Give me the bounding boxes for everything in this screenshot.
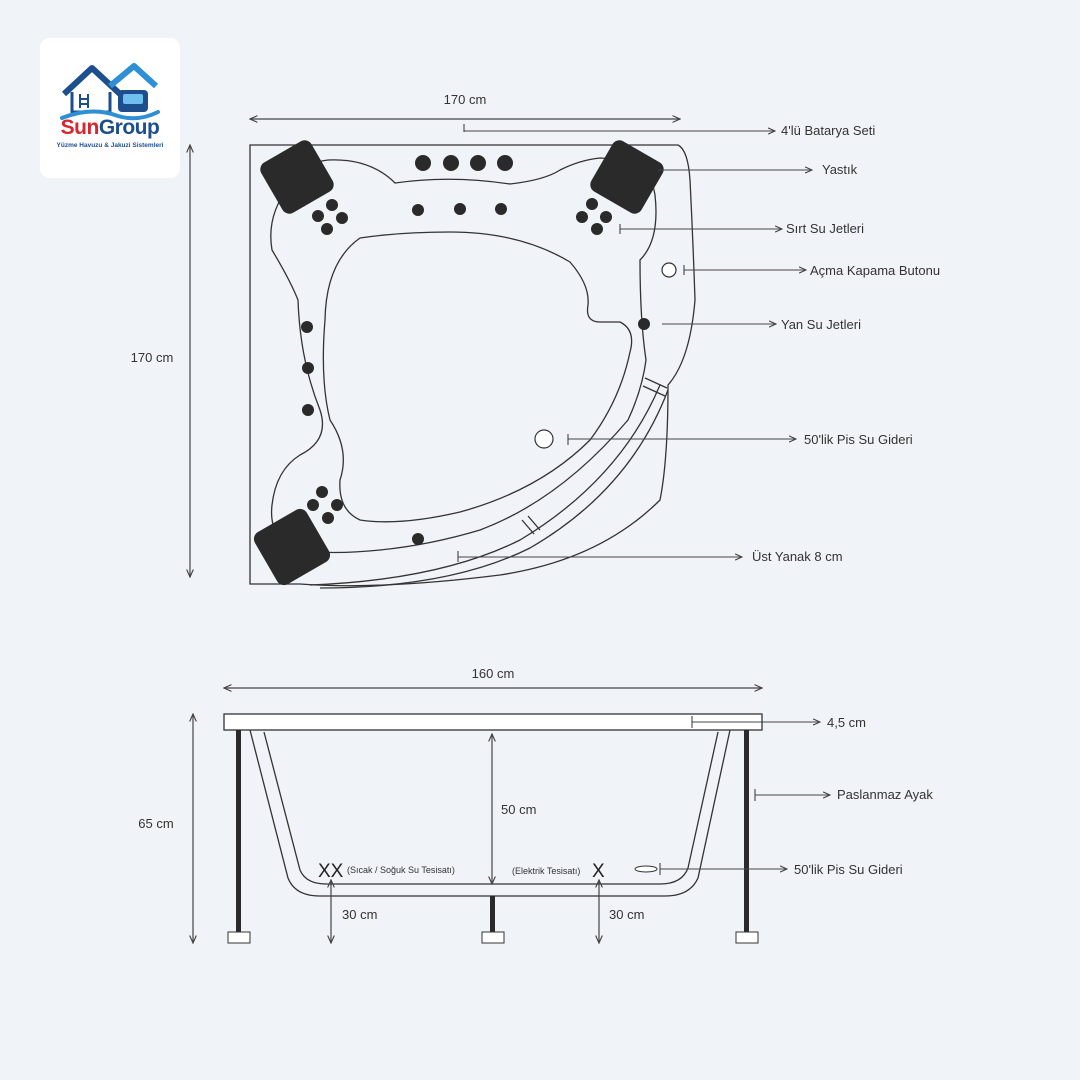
side-jet: [302, 362, 314, 374]
back-jet: [591, 223, 603, 235]
depth-label: 50 cm: [501, 802, 536, 817]
back-jet: [326, 199, 338, 211]
battery-jet-3: [470, 155, 486, 171]
tub-inner-rim: [270, 157, 657, 554]
back-jet: [322, 512, 334, 524]
seat-jet: [454, 203, 466, 215]
callout-back-jets: Sırt Su Jetleri: [786, 221, 864, 236]
callout-stainless-leg: Paslanmaz Ayak: [837, 787, 933, 802]
side-jet: [638, 318, 650, 330]
pipe-height-right-label: 30 cm: [609, 907, 644, 922]
callout-pillow: Yastık: [822, 162, 858, 177]
top-height-label: 170 cm: [131, 350, 174, 365]
pillow-bottom-left: [253, 508, 331, 586]
top-view: [249, 144, 696, 589]
apron-tab-lower: [521, 515, 541, 535]
front-apron-curve-outer: [319, 389, 669, 589]
pipe-height-left-label: 30 cm: [342, 907, 377, 922]
house-pool-logo-icon: [60, 63, 160, 121]
side-jet: [412, 533, 424, 545]
water-installation-note: (Sıcak / Soğuk Su Tesisatı): [347, 865, 455, 875]
battery-jet-1: [415, 155, 431, 171]
stainless-legs: [227, 730, 759, 944]
tub-outer-shell: [249, 144, 696, 587]
apron-tab-upper: [642, 377, 668, 397]
side-jet: [301, 321, 313, 333]
callout-drain-side: 50'lik Pis Su Gideri: [794, 862, 903, 877]
seat-jet: [412, 204, 424, 216]
leg-left: [236, 730, 241, 932]
drain-side-icon: [634, 865, 658, 873]
jets: [301, 155, 650, 545]
brand-name-part1: Sun: [60, 116, 100, 139]
foot-left: [227, 931, 251, 944]
brand-logo: SunGroup Yüzme Havuzu & Jakuzi Sistemler…: [40, 38, 180, 178]
foot-right: [735, 931, 759, 944]
pillows: [253, 140, 664, 586]
side-rim: [223, 713, 763, 731]
brand-name-part2: Group: [98, 116, 160, 139]
battery-jet-4: [497, 155, 513, 171]
pillow-top-left: [260, 140, 334, 214]
pillow-top-right: [590, 140, 664, 214]
on-off-button-icon: [661, 262, 677, 278]
back-jet: [600, 211, 612, 223]
back-jet: [312, 210, 324, 222]
battery-jet-2: [443, 155, 459, 171]
leg-right: [744, 730, 749, 932]
callout-drain-top: 50'lik Pis Su Gideri: [804, 432, 913, 447]
brand-name: SunGroup: [40, 116, 180, 140]
drain-top-icon: [534, 429, 554, 449]
electric-marker: X: [592, 861, 605, 882]
top-width-label: 170 cm: [444, 92, 487, 107]
back-jet: [586, 198, 598, 210]
side-callouts: [659, 716, 830, 875]
back-jet: [336, 212, 348, 224]
back-jet: [321, 223, 333, 235]
callout-battery-set: 4'lü Batarya Seti: [781, 123, 875, 138]
rim-thickness-label: 4,5 cm: [827, 715, 866, 730]
back-jet: [576, 211, 588, 223]
callout-on-off-button: Açma Kapama Butonu: [810, 263, 940, 278]
callout-side-jets: Yan Su Jetleri: [781, 317, 861, 332]
tub-basin: [322, 231, 633, 523]
side-jet: [302, 404, 314, 416]
callout-upper-rim: Üst Yanak 8 cm: [752, 549, 843, 564]
back-jet: [316, 486, 328, 498]
brand-tagline: Yüzme Havuzu & Jakuzi Sistemleri: [56, 142, 164, 149]
top-callouts: [457, 124, 812, 562]
seat-jet: [495, 203, 507, 215]
electric-installation-note: (Elektrik Tesisatı): [512, 866, 580, 876]
back-jet: [307, 499, 319, 511]
water-marker: XX: [318, 861, 344, 882]
side-width-label: 160 cm: [472, 666, 515, 681]
back-jet: [331, 499, 343, 511]
foot-center: [481, 931, 505, 944]
front-apron-curve-inner: [309, 384, 661, 586]
leg-center: [490, 896, 495, 932]
side-height-label: 65 cm: [138, 816, 173, 831]
